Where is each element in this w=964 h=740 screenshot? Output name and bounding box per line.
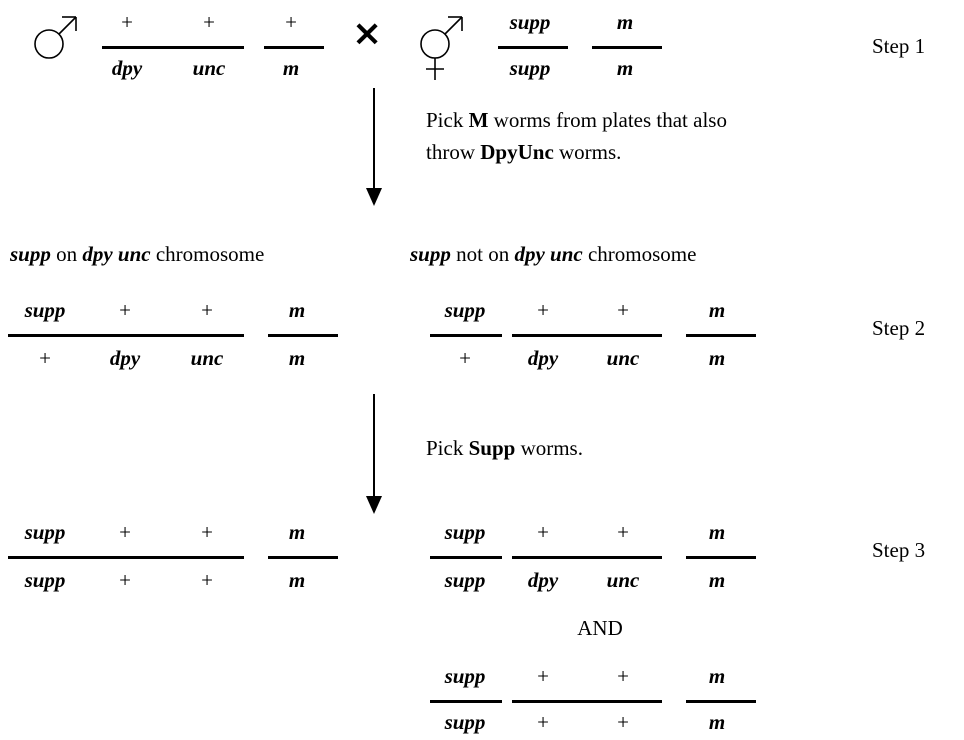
male-top-plus-2: + [203, 10, 215, 34]
allele: m [708, 520, 726, 544]
allele: supp [444, 664, 486, 688]
herm-bar-2 [592, 46, 662, 49]
herm-m-top: m [616, 10, 634, 34]
male-m-top: + [285, 10, 297, 34]
allele: + [537, 664, 549, 688]
allele: + [39, 346, 51, 370]
allele: m [708, 298, 726, 322]
herm-bar-1 [498, 46, 568, 49]
step-3-label: Step 3 [872, 538, 926, 562]
allele: unc [606, 346, 640, 370]
allele: supp [24, 298, 66, 322]
allele: dpy [527, 346, 559, 370]
allele: supp [24, 568, 66, 592]
allele: + [119, 298, 131, 322]
instruction-throw-dpyunc: throw DpyUnc worms. [426, 140, 622, 164]
allele: + [617, 520, 629, 544]
allele: supp [444, 568, 486, 592]
s3-left-bar-2 [268, 556, 338, 559]
s3-right-a-bar-2 [512, 556, 662, 559]
male-bottom-dpy: dpy [111, 56, 143, 80]
allele: m [708, 346, 726, 370]
s2-left-bar-2 [268, 334, 338, 337]
herm-supp-bottom: supp [509, 56, 551, 80]
s3-right-a-bar-1 [430, 556, 502, 559]
allele: + [459, 346, 471, 370]
herm-supp-top: supp [509, 10, 551, 34]
male-bar-2 [264, 46, 324, 49]
arrow-2-line [373, 394, 375, 498]
s2-right-bar-1 [430, 334, 502, 337]
s3-right-b-bar-2 [512, 700, 662, 703]
allele: m [708, 664, 726, 688]
allele: unc [190, 346, 224, 370]
allele: + [201, 568, 213, 592]
allele: m [288, 520, 306, 544]
s3-right-a-bar-3 [686, 556, 756, 559]
allele: supp [24, 520, 66, 544]
allele: m [708, 568, 726, 592]
arrow-1-head-icon [366, 188, 382, 206]
allele: m [708, 710, 726, 734]
cross-times-icon: × [352, 13, 383, 54]
header-supp-on-chromosome: supp on dpy unc chromosome [10, 242, 265, 266]
allele: supp [444, 520, 486, 544]
allele: m [288, 568, 306, 592]
male-symbol-icon [34, 16, 77, 59]
allele: dpy [109, 346, 141, 370]
arrow-2-head-icon [366, 496, 382, 514]
allele: + [617, 664, 629, 688]
allele: + [617, 710, 629, 734]
allele: + [537, 520, 549, 544]
s3-left-bar-1 [8, 556, 244, 559]
s2-right-bar-3 [686, 334, 756, 337]
allele: + [617, 298, 629, 322]
s3-right-b-bar-1 [430, 700, 502, 703]
allele: supp [444, 298, 486, 322]
and-label: AND [577, 616, 623, 640]
instruction-pick-m: Pick M worms from plates that also [426, 108, 727, 132]
allele: m [288, 298, 306, 322]
allele: + [537, 298, 549, 322]
allele: + [201, 520, 213, 544]
hermaphrodite-symbol-icon [420, 16, 463, 80]
male-bottom-unc: unc [192, 56, 226, 80]
allele: supp [444, 710, 486, 734]
allele: dpy [527, 568, 559, 592]
male-bar-1 [102, 46, 244, 49]
male-top-plus-1: + [121, 10, 133, 34]
s2-left-bar-1 [8, 334, 244, 337]
allele: m [288, 346, 306, 370]
herm-m-bottom: m [616, 56, 634, 80]
allele: + [201, 298, 213, 322]
allele: + [119, 568, 131, 592]
step-2-label: Step 2 [872, 316, 926, 340]
step-1-label: Step 1 [872, 34, 926, 58]
arrow-1-line [373, 88, 375, 190]
s3-right-b-bar-3 [686, 700, 756, 703]
allele: + [119, 520, 131, 544]
header-supp-not-on-chromosome: supp not on dpy unc chromosome [410, 242, 697, 266]
allele: unc [606, 568, 640, 592]
s2-right-bar-2 [512, 334, 662, 337]
allele: + [537, 710, 549, 734]
male-m-bottom: m [282, 56, 300, 80]
instruction-pick-supp: Pick Supp worms. [426, 436, 583, 460]
